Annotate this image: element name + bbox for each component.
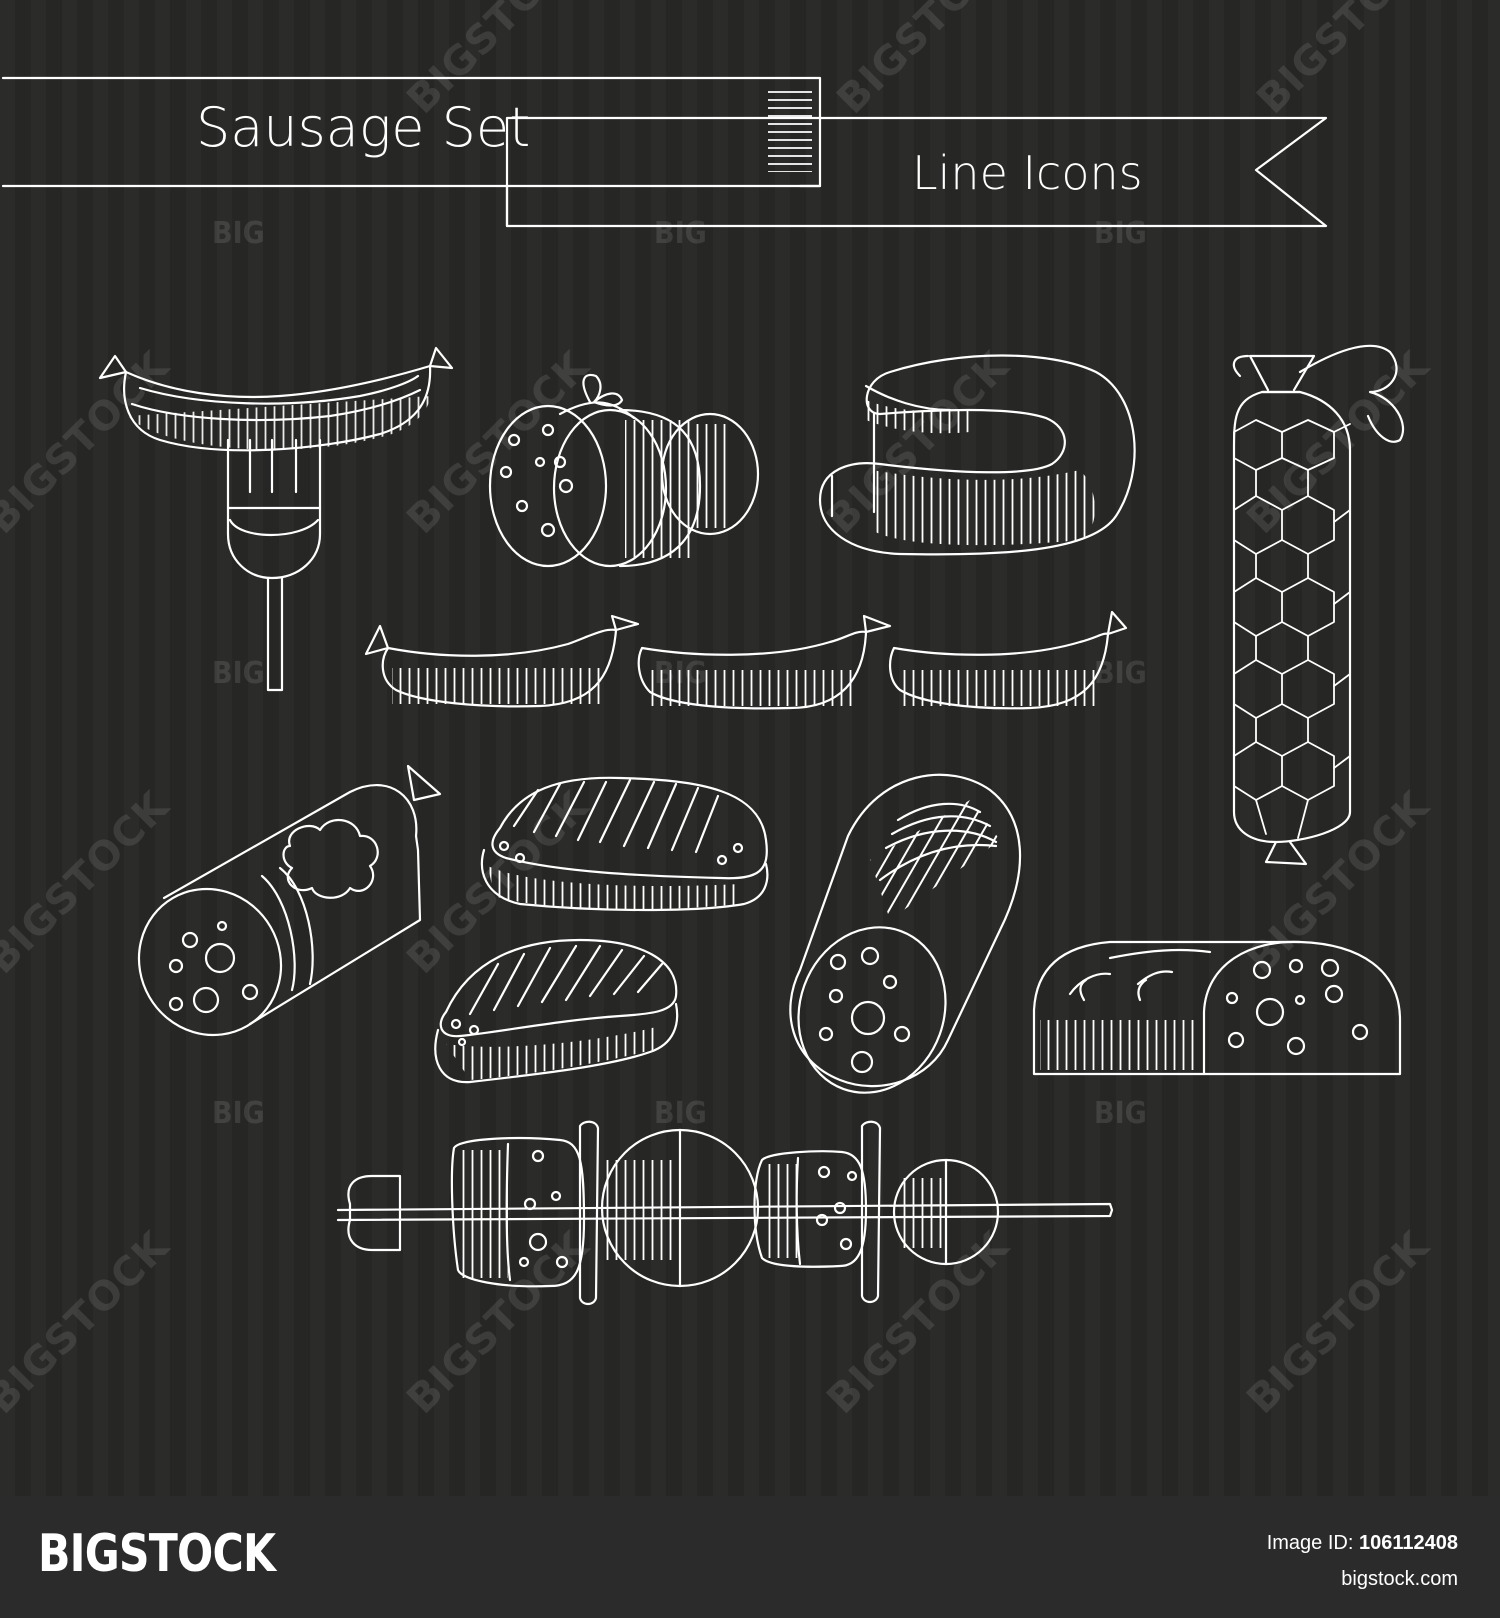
cut-salami-icon (488, 373, 760, 568)
grilled-steak-small-icon (434, 938, 679, 1084)
image-id: Image ID: 106112408 (1267, 1532, 1458, 1555)
watermark-small: BIG (654, 1096, 707, 1131)
sliced-loaf-icon (1032, 940, 1402, 1076)
site-link[interactable]: bigstock.com (1341, 1568, 1458, 1590)
image-id-value: 106112408 (1358, 1532, 1458, 1554)
page-subtitle: Line Icons (912, 146, 1143, 200)
brand-logo: BIGSTOCK (38, 1524, 276, 1584)
watermark-small: BIG (212, 216, 265, 251)
ribbon-banner (1, 76, 1328, 228)
watermark-small: BIG (1094, 216, 1147, 251)
grilled-steak-icon (480, 776, 769, 912)
watermark-small: BIG (212, 1096, 265, 1131)
sausage-on-fork-icon (98, 346, 454, 692)
watermark-small: BIG (654, 216, 707, 251)
meat-skewer-icon (336, 1120, 1114, 1306)
stock-footer: BIGSTOCK Image ID: 106112408 bigstock.co… (0, 1496, 1500, 1618)
sliced-salami-icon (137, 764, 442, 1037)
poster-background: BIGSTOCK BIGSTOCK BIGSTOCK BIGSTOCK BIGS… (0, 0, 1500, 1496)
watermark-small: BIG (1094, 1096, 1147, 1131)
sausage-link-chain-icon (364, 610, 1128, 710)
horseshoe-sausage-icon (818, 354, 1136, 556)
image-id-label: Image ID: (1266, 1532, 1354, 1554)
watermark-small: BIG (212, 656, 265, 691)
hanging-salami-icon (1232, 344, 1405, 866)
salami-roll-icon (789, 773, 1022, 1094)
page-title: Sausage Set (196, 96, 531, 159)
